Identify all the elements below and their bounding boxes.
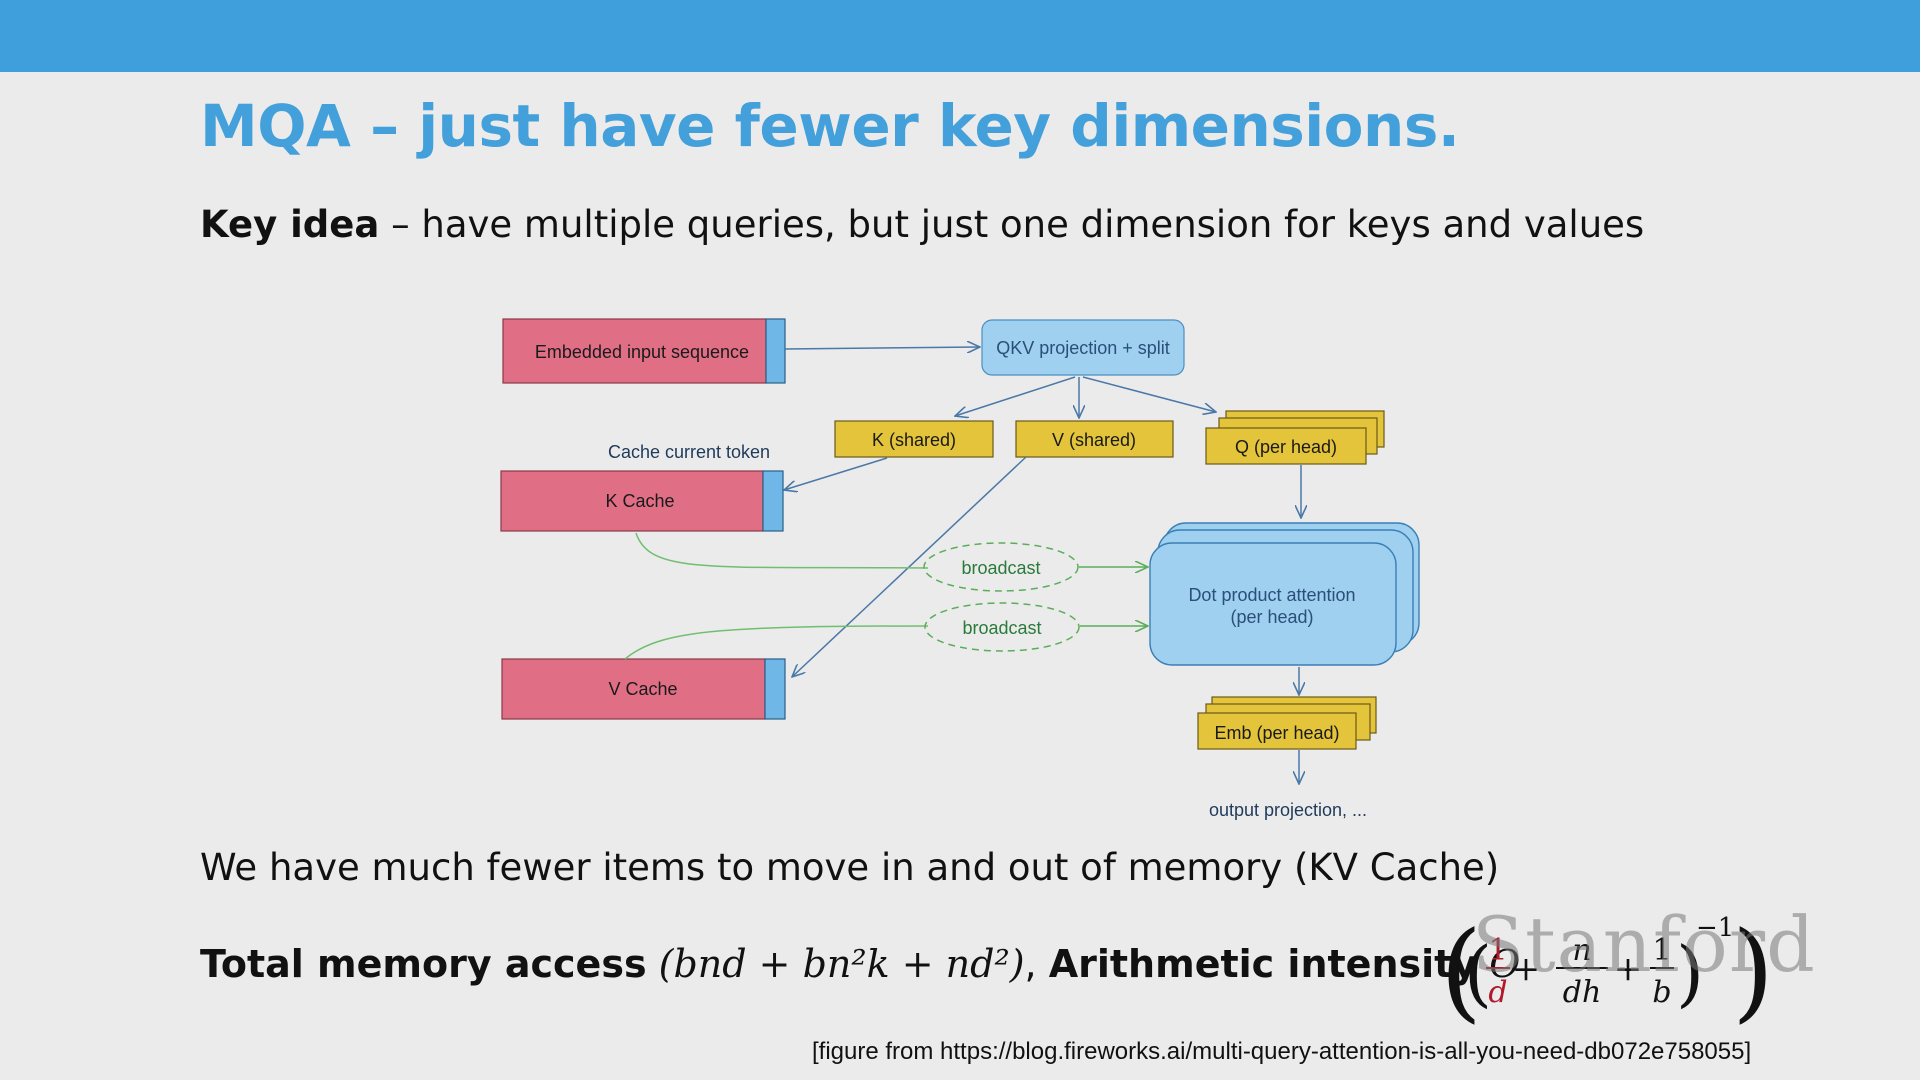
frac1-num: 1 <box>1488 933 1507 968</box>
frac3-den: b <box>1652 975 1671 1010</box>
green-line-kcache <box>635 532 929 569</box>
key-idea-line: Key idea – have multiple queries, but ju… <box>200 203 1644 246</box>
k-cache-box: K Cache <box>500 470 784 532</box>
broadcast-label-1: broadcast <box>961 558 1040 578</box>
dot-product-attention-box: Dot product attention (per head) <box>1149 522 1420 666</box>
inner-left-paren: ( <box>1464 931 1492 1015</box>
arrow-input-to-qkv <box>784 347 980 349</box>
k-shared-label: K (shared) <box>872 430 956 450</box>
dot-product-label-line1: Dot product attention <box>1188 585 1355 605</box>
outer-left-paren: ( <box>1440 909 1482 1028</box>
v-shared-box: V (shared) <box>1015 420 1174 458</box>
key-idea-label: Key idea <box>200 203 380 246</box>
embedded-input-label: Embedded input sequence <box>535 342 749 362</box>
qkv-projection-box: QKV projection + split <box>981 319 1185 376</box>
inner-right-paren: ) <box>1676 931 1704 1015</box>
exponent: −1 <box>1696 913 1734 943</box>
plus-1: + <box>1512 949 1541 989</box>
v-cache-box: V Cache <box>501 658 786 720</box>
total-memory-label: Total memory access <box>200 942 647 986</box>
arrow-qkv-to-k <box>955 376 1076 416</box>
frac3-num: 1 <box>1652 933 1671 968</box>
outer-right-paren: ) <box>1732 909 1770 1028</box>
dot-product-label-line2: (per head) <box>1230 607 1313 627</box>
fewer-items-text: We have much fewer items to move in and … <box>200 846 1500 889</box>
emb-per-head-label: Emb (per head) <box>1214 723 1339 743</box>
embedded-input-box: Embedded input sequence <box>502 318 786 384</box>
broadcast-ellipse-1: broadcast <box>923 542 1079 592</box>
arrow-qkv-to-q <box>1082 376 1216 412</box>
arith-intensity-label: Arithmetic intensity <box>1048 942 1478 986</box>
v-shared-label: V (shared) <box>1052 430 1136 450</box>
output-projection-label: output projection, ... <box>1209 800 1367 820</box>
arith-intensity-formula: ( ( 1 d + n dh + 1 b ) −1 ) <box>1440 909 1770 1028</box>
frac1-den: d <box>1488 975 1507 1010</box>
cache-current-token-label: Cache current token <box>608 442 770 462</box>
k-shared-box: K (shared) <box>834 420 994 458</box>
figure-citation: [figure from https://blog.fireworks.ai/m… <box>812 1038 1752 1065</box>
top-bar <box>0 0 1920 72</box>
arith-O: O <box>1489 942 1521 986</box>
stanford-watermark: Stanford <box>1472 900 1816 989</box>
total-memory-expr: (bnd + bn²k + nd²) <box>658 942 1025 986</box>
green-line-vcache <box>624 625 929 660</box>
plus-2: + <box>1614 949 1643 989</box>
key-idea-text: – have multiple queries, but just one di… <box>379 203 1645 246</box>
memory-access-line: Total memory access (bnd + bn²k + nd²), … <box>200 942 1521 986</box>
k-cache-label: K Cache <box>605 491 674 511</box>
v-cache-label: V Cache <box>608 679 677 699</box>
arrow-k-to-kcache <box>784 457 888 490</box>
frac2-num: n <box>1572 933 1591 968</box>
q-per-head-box: Q (per head) <box>1205 410 1385 465</box>
arrow-v-to-vcache <box>792 456 1027 677</box>
broadcast-ellipse-2: broadcast <box>924 602 1080 652</box>
slide-title: MQA – just have fewer key dimensions. <box>200 92 1460 160</box>
frac2-den: dh <box>1563 975 1602 1010</box>
emb-per-head-box: Emb (per head) <box>1197 696 1377 750</box>
q-per-head-label: Q (per head) <box>1235 437 1337 457</box>
broadcast-label-2: broadcast <box>962 618 1041 638</box>
qkv-projection-label: QKV projection + split <box>996 338 1170 358</box>
